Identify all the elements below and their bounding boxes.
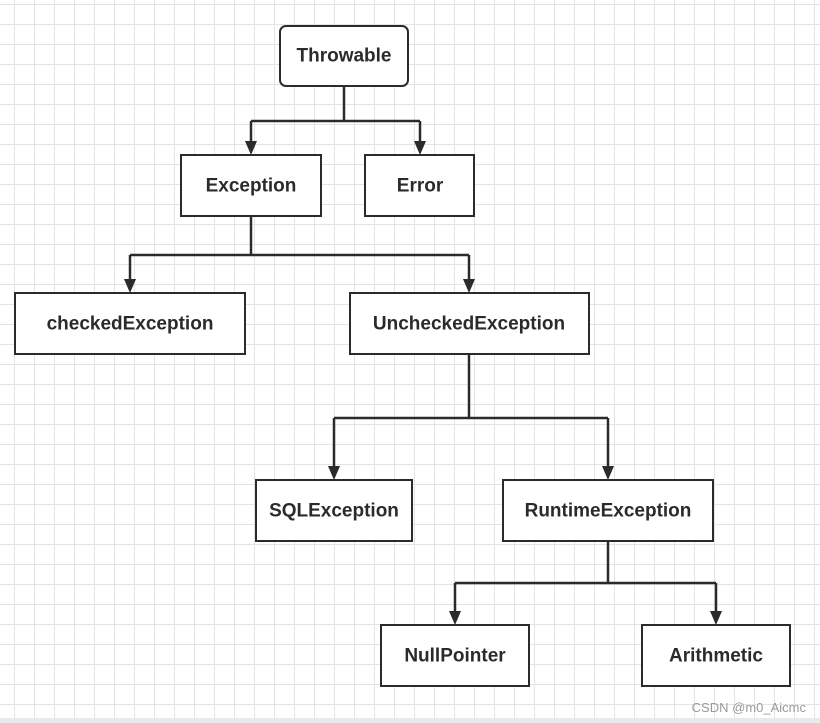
- node-error: Error: [364, 154, 475, 217]
- arrow-to-sql-exception: [328, 466, 340, 480]
- arrow-to-error: [414, 141, 426, 155]
- arrow-to-checked-exception: [124, 279, 136, 293]
- node-label: UncheckedException: [373, 314, 565, 335]
- arrow-to-unchecked-exception: [463, 279, 475, 293]
- node-label: Arithmetic: [669, 646, 763, 667]
- node-label: SQLException: [269, 501, 399, 522]
- bottom-scroll-bar: [0, 718, 820, 723]
- connector-unchecked-children: [332, 354, 610, 468]
- node-checked-exception: checkedException: [14, 292, 246, 355]
- connector-runtime-children: [453, 541, 718, 613]
- connectors: [124, 86, 722, 625]
- node-label: Error: [397, 176, 444, 197]
- node-label: checkedException: [47, 314, 214, 335]
- node-sql-exception: SQLException: [255, 479, 413, 542]
- connector-exception-children: [128, 216, 471, 281]
- node-label: Exception: [206, 176, 297, 197]
- node-unchecked-exception: UncheckedException: [349, 292, 590, 355]
- node-runtime-exception: RuntimeException: [502, 479, 714, 542]
- arrow-to-runtime-exception: [602, 466, 614, 480]
- node-arithmetic: Arithmetic: [641, 624, 791, 687]
- node-throwable: Throwable: [279, 25, 409, 87]
- node-label: Throwable: [296, 46, 391, 67]
- watermark: CSDN @m0_Aicmc: [691, 700, 806, 715]
- node-null-pointer: NullPointer: [380, 624, 530, 687]
- node-label: NullPointer: [404, 646, 506, 667]
- node-exception: Exception: [180, 154, 322, 217]
- arrow-to-exception: [245, 141, 257, 155]
- arrow-to-null-pointer: [449, 611, 461, 625]
- connector-throwable-children: [249, 86, 422, 143]
- arrow-to-arithmetic: [710, 611, 722, 625]
- node-label: RuntimeException: [525, 501, 692, 522]
